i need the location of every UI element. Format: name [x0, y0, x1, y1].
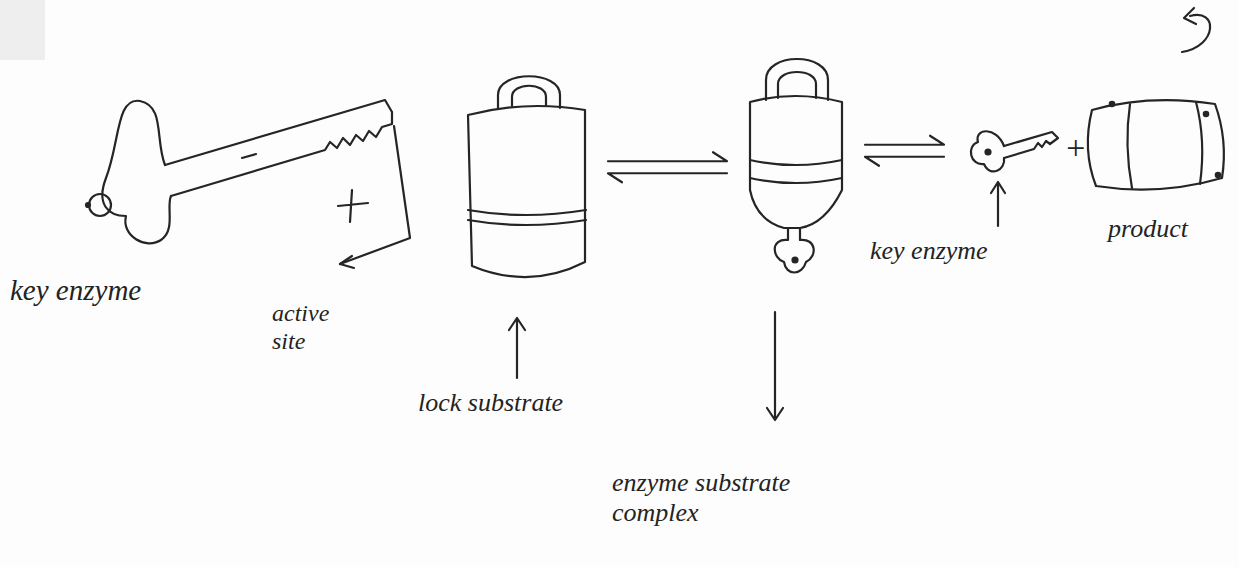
backward-half-arrow	[865, 157, 944, 166]
forward-half-arrow	[608, 152, 727, 161]
release-curve	[1182, 15, 1210, 52]
complex-body	[750, 96, 842, 228]
equilibrium-arrow	[608, 152, 727, 182]
small-key-dot	[986, 150, 991, 155]
product-body	[1088, 100, 1224, 189]
complex-drawing	[750, 59, 842, 273]
part-label: active site	[272, 300, 354, 355]
leader-lines	[509, 182, 1005, 420]
product-dot	[1110, 102, 1114, 106]
bracket-arrowhead	[340, 256, 354, 268]
illustration-node: key enzyme	[962, 122, 1062, 178]
lock-body	[468, 106, 585, 277]
release-arrowhead	[1184, 8, 1196, 24]
key-bow	[102, 101, 171, 244]
node-label: key enzyme	[10, 274, 141, 307]
node-label: enzyme substrate complex	[612, 468, 827, 528]
lock-shackle	[498, 76, 560, 108]
illustration-node: key enzyme	[60, 95, 410, 255]
key-ring	[89, 194, 111, 216]
small-key-drawing	[971, 131, 1058, 171]
paper-smudge	[0, 0, 45, 60]
inserted-key-dot	[793, 258, 798, 263]
forward-half-arrow	[865, 136, 944, 145]
lock-drawing	[468, 76, 586, 277]
node-label: key enzyme	[870, 236, 988, 266]
product-seams	[1127, 102, 1202, 188]
cross-mark	[338, 190, 368, 222]
node-label: product	[1108, 214, 1188, 244]
key-dot	[86, 203, 90, 207]
active-site-bracket	[338, 126, 410, 268]
key-mark	[242, 154, 256, 158]
complex-shackle-inner	[778, 72, 816, 98]
inserted-key	[775, 228, 814, 273]
product-dot	[1204, 112, 1208, 116]
key-drawing	[86, 100, 392, 243]
illustration-node: enzyme substrate complex	[745, 55, 847, 280]
complex-shackle	[766, 59, 828, 100]
key-shaft-top	[165, 100, 392, 165]
product-dot	[1216, 173, 1220, 177]
product-drawing	[1088, 8, 1224, 190]
small-key-bow	[971, 131, 1004, 171]
equilibrium-arrow	[865, 136, 944, 166]
small-key-shaft	[1004, 132, 1058, 158]
leader-arrow	[767, 312, 783, 420]
key-shaft-teeth	[171, 112, 392, 196]
illustration-node: lock substrate	[462, 78, 590, 288]
lock-band	[468, 210, 586, 225]
lock-shackle-inner	[512, 86, 546, 106]
backward-half-arrow	[608, 173, 727, 182]
plus-sign: +	[1064, 128, 1087, 167]
leader-arrow	[991, 182, 1005, 226]
bracket-line	[340, 126, 410, 264]
illustration-node: product	[1082, 90, 1230, 200]
complex-band	[750, 160, 842, 183]
leader-arrow	[509, 318, 525, 378]
node-label: lock substrate	[418, 388, 563, 418]
